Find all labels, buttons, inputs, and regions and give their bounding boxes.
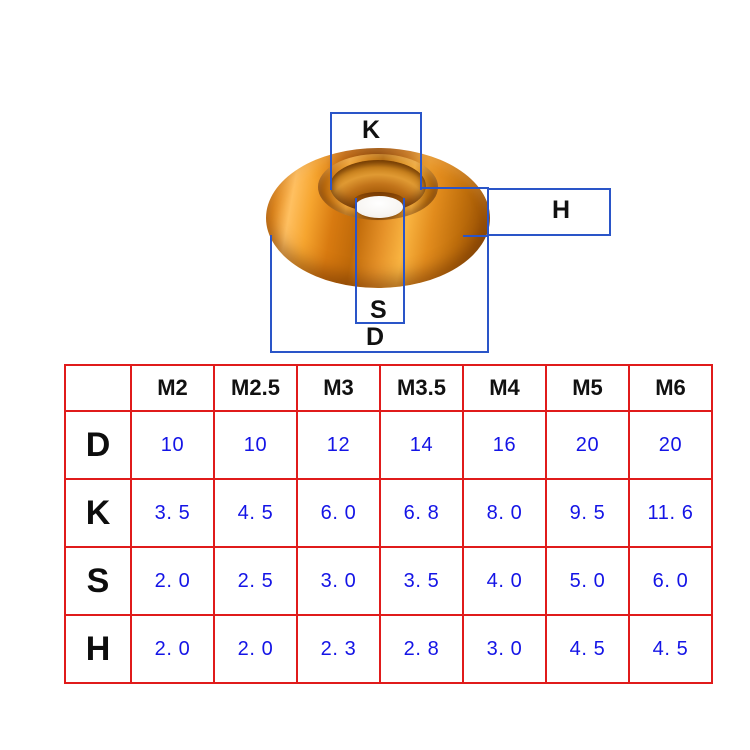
dimension-leader-h-bottom	[463, 235, 489, 237]
table-cell-d-m2: 10	[130, 410, 215, 480]
table-row-label-h: H	[64, 614, 132, 684]
table-cell-k-m2: 3. 5	[130, 478, 215, 548]
dimension-label-h: H	[552, 196, 571, 224]
table-col-header-m2: M2	[130, 364, 215, 412]
table-cell-h-m6: 4. 5	[628, 614, 713, 684]
table-col-header-m6: M6	[628, 364, 713, 412]
table-cell-h-m4: 3. 0	[462, 614, 547, 684]
table-cell-h-m2-5: 2. 0	[213, 614, 298, 684]
table-cell-s-m2: 2. 0	[130, 546, 215, 616]
table-cell-d-m3: 12	[296, 410, 381, 480]
table-col-header-m3: M3	[296, 364, 381, 412]
dimension-edge-tick-h	[487, 188, 489, 236]
table-col-header-m5: M5	[545, 364, 630, 412]
product-diagram: K H S D	[0, 0, 750, 360]
table-corner-cell	[64, 364, 132, 412]
dimension-label-s: S	[370, 296, 387, 324]
dimension-bracket-d	[270, 235, 489, 353]
table-cell-s-m2-5: 2. 5	[213, 546, 298, 616]
washer-illustration	[266, 148, 490, 288]
table-cell-h-m2: 2. 0	[130, 614, 215, 684]
table-cell-s-m4: 4. 0	[462, 546, 547, 616]
dimension-label-d: D	[366, 323, 385, 351]
table-cell-k-m2-5: 4. 5	[213, 478, 298, 548]
table-row-label-s: S	[64, 546, 132, 616]
table-cell-d-m5: 20	[545, 410, 630, 480]
table-cell-h-m5: 4. 5	[545, 614, 630, 684]
table-cell-s-m3-5: 3. 5	[379, 546, 464, 616]
table-row-label-k: K	[64, 478, 132, 548]
table-col-header-m3-5: M3.5	[379, 364, 464, 412]
table-cell-k-m3-5: 6. 8	[379, 478, 464, 548]
table-cell-d-m3-5: 14	[379, 410, 464, 480]
table-cell-h-m3: 2. 3	[296, 614, 381, 684]
table-cell-k-m4: 8. 0	[462, 478, 547, 548]
dimension-leader-h-top	[421, 187, 489, 189]
dimension-bracket-h	[487, 188, 611, 236]
dimension-bracket-s	[355, 198, 405, 324]
table-cell-d-m2-5: 10	[213, 410, 298, 480]
table-col-header-m2-5: M2.5	[213, 364, 298, 412]
dimension-label-k: K	[362, 116, 381, 144]
table-cell-k-m3: 6. 0	[296, 478, 381, 548]
table-col-header-m4: M4	[462, 364, 547, 412]
table-row-label-d: D	[64, 410, 132, 480]
washer-bore-hole	[355, 196, 403, 218]
table-cell-h-m3-5: 2. 8	[379, 614, 464, 684]
table-cell-d-m4: 16	[462, 410, 547, 480]
table-cell-s-m6: 6. 0	[628, 546, 713, 616]
table-cell-k-m5: 9. 5	[545, 478, 630, 548]
table-cell-d-m6: 20	[628, 410, 713, 480]
dimension-bracket-k	[330, 112, 422, 190]
table-cell-k-m6: 11. 6	[628, 478, 713, 548]
table-cell-s-m5: 5. 0	[545, 546, 630, 616]
table-cell-s-m3: 3. 0	[296, 546, 381, 616]
